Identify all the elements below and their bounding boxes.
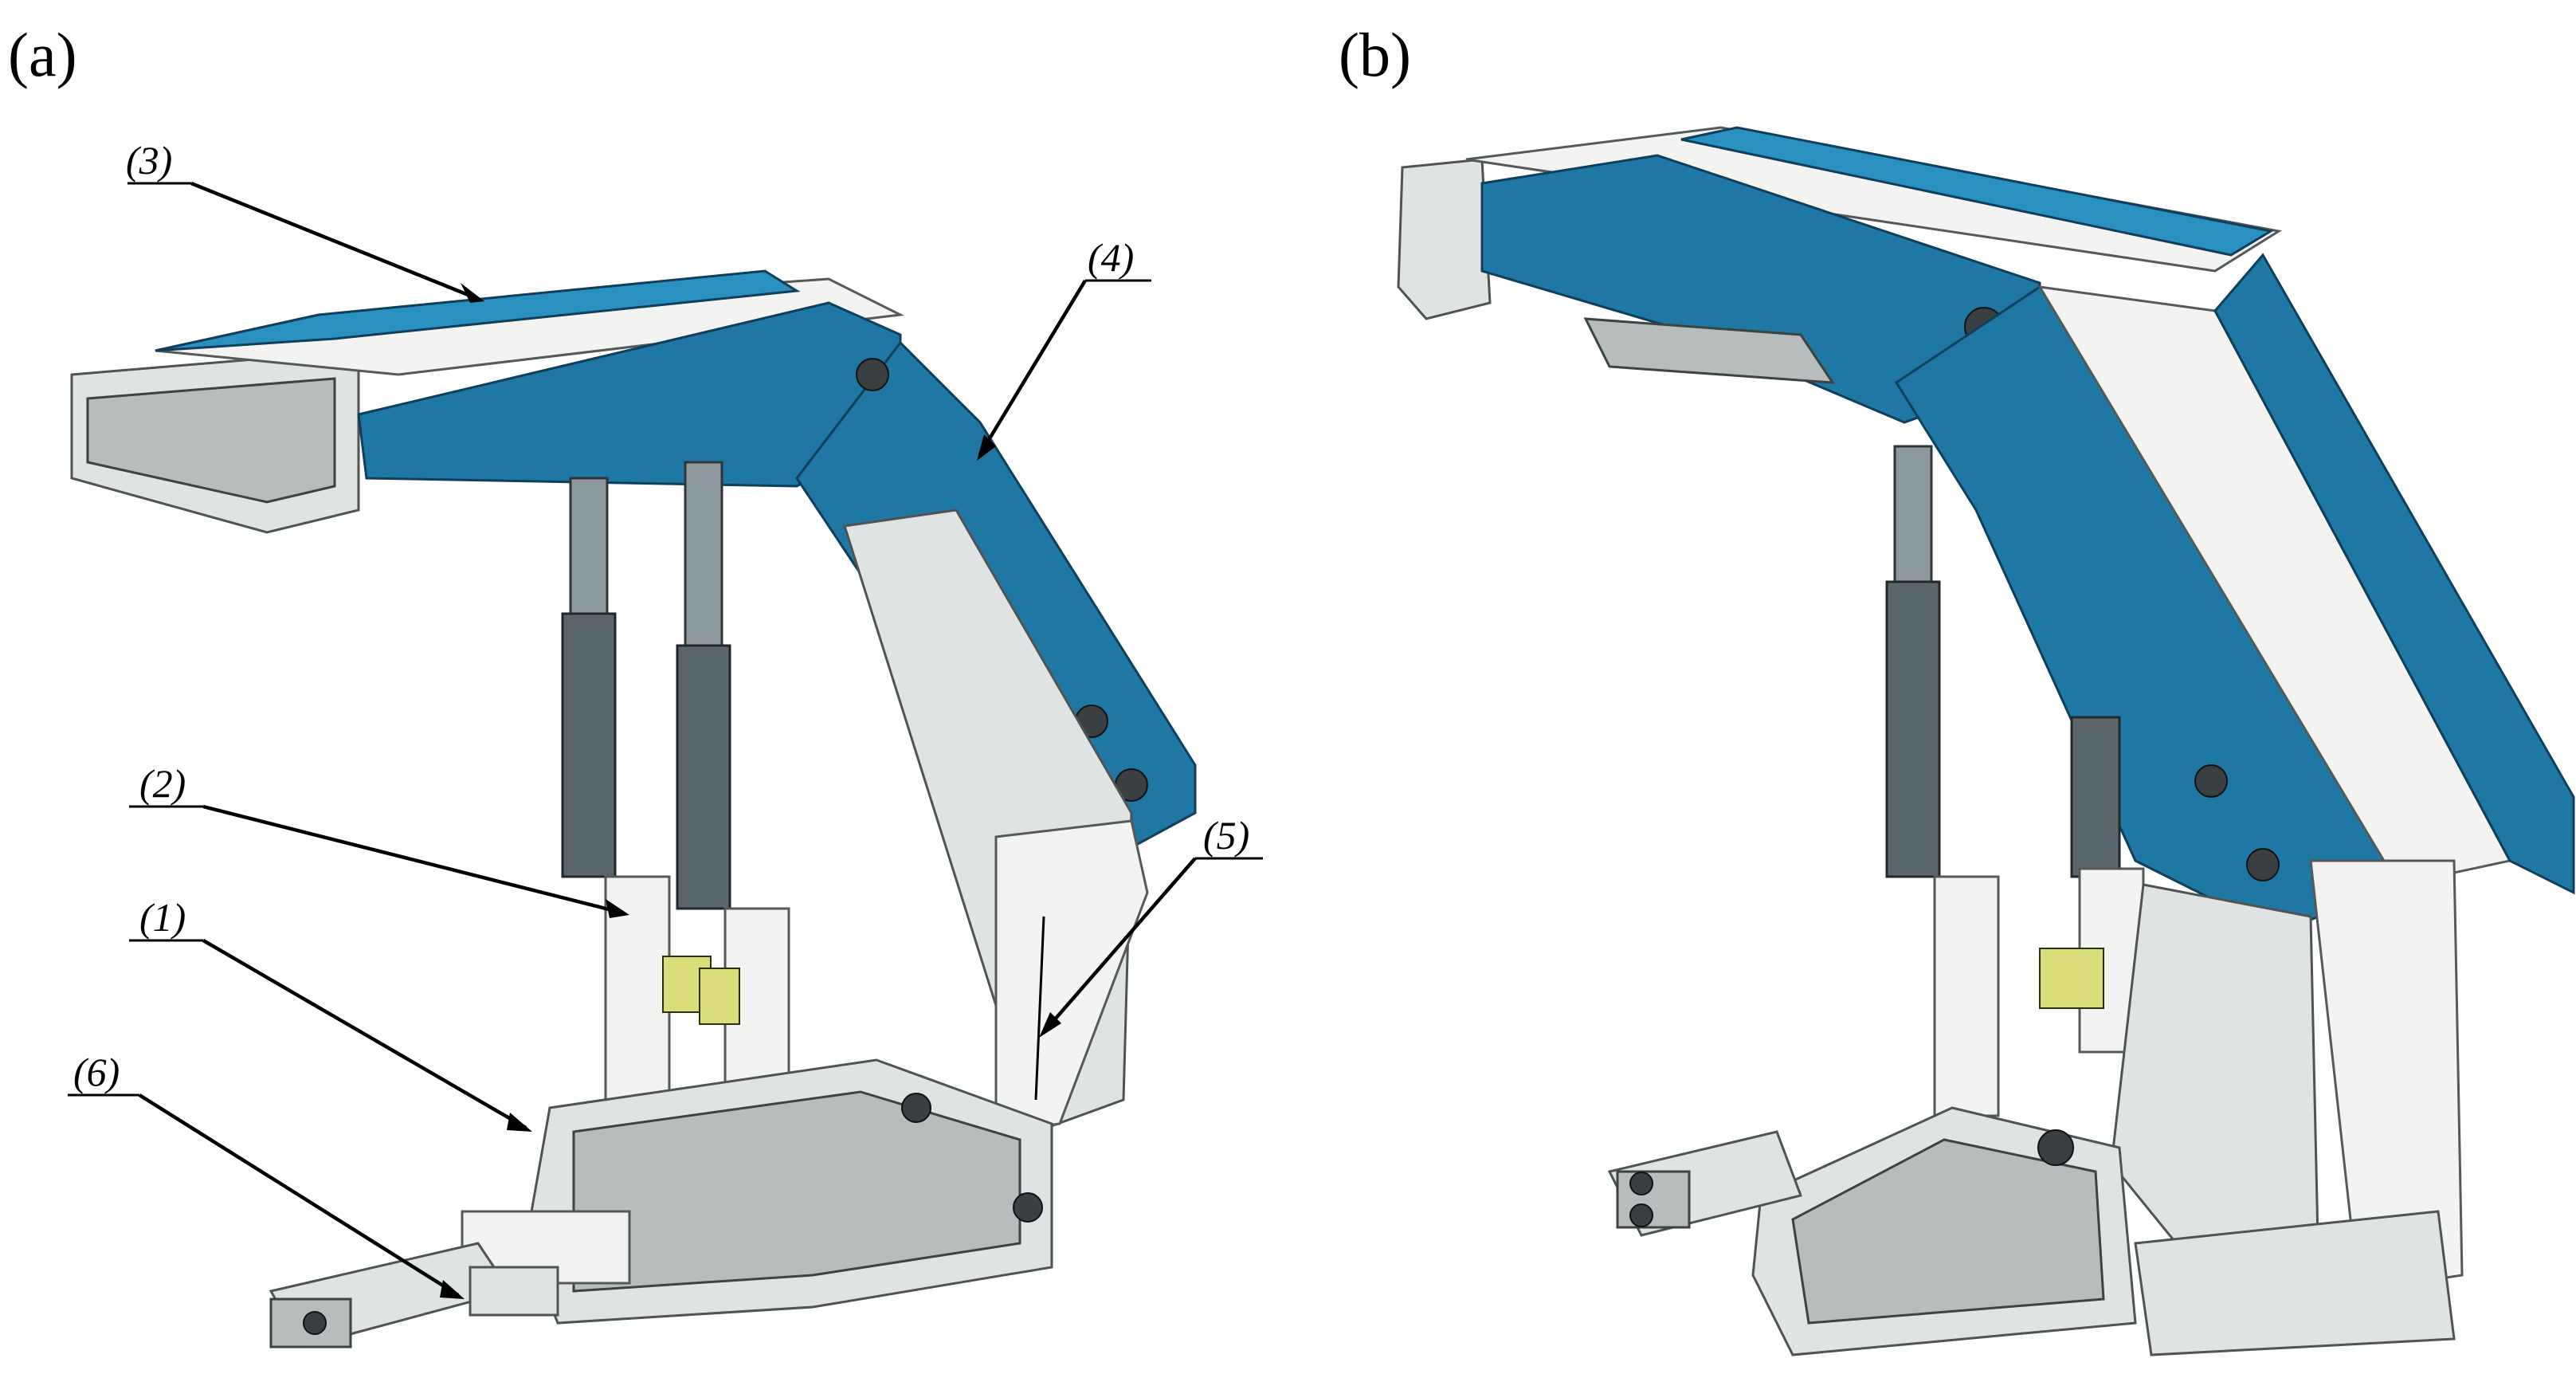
callout-2-leader [202, 804, 622, 915]
b-canopy-top-stripe [1680, 126, 2275, 257]
leg-1-piston [569, 477, 609, 615]
rear-link-edge [1034, 916, 1045, 1101]
panel-b-drawing [1397, 126, 2575, 1356]
base-pin-2 [1013, 1192, 1043, 1223]
b-caving-shield-right [2213, 253, 2575, 895]
callout-5-leader [1042, 857, 1197, 1034]
callout-3-arrow [461, 283, 484, 303]
b-rear-link-2 [2309, 859, 2464, 1293]
panel-a-drawing [70, 269, 1197, 1348]
advancing-jack-pin [303, 1311, 327, 1335]
callout-3-leader [190, 181, 479, 301]
b-base-pin [2037, 1129, 2074, 1166]
callout-1-arrow [507, 1113, 532, 1132]
b-leg-2-cylinder [2070, 716, 2121, 878]
rear-link-2 [994, 819, 1149, 1133]
b-canopy-front-box [1397, 158, 1492, 320]
callout-6-leader [138, 1093, 460, 1297]
b-advancing-jack-pin-1 [1629, 1172, 1653, 1195]
base-inner [572, 1090, 1021, 1293]
leg-2-piston [684, 461, 723, 647]
b-leg-1-piston [1893, 445, 1933, 583]
callout-6-arrow [440, 1280, 465, 1299]
canopy-top-blue-stripe [155, 269, 801, 352]
b-base-inner [1791, 1138, 2105, 1325]
b-shield-pin-1 [2194, 764, 2228, 798]
callout-5-arrow [1039, 1012, 1061, 1038]
callout-4-arrow [977, 434, 996, 461]
advancing-jack-rod [469, 1266, 559, 1317]
callout-2-label: (2) [139, 761, 186, 806]
callout-3-label: (3) [126, 138, 172, 183]
b-base-rear [2134, 1210, 2456, 1356]
callout-4-leader [978, 279, 1087, 456]
callout-1-label: (1) [139, 895, 186, 940]
panel-a-label: (a) [8, 20, 77, 89]
valve-block-right [699, 968, 740, 1025]
b-leg-1-base [1933, 875, 2000, 1117]
callout-4-label: (4) [1088, 235, 1134, 280]
b-leg-1-cylinder [1885, 580, 1941, 878]
canopy-pin-1 [856, 358, 889, 391]
panel-a: (a) [8, 20, 1263, 1348]
b-shield-pin-2 [2246, 848, 2280, 881]
canopy-front-inner [86, 377, 336, 504]
b-canopy-underside [1583, 317, 1835, 384]
callout-1-leader [202, 939, 527, 1129]
callout-6-label: (6) [73, 1050, 120, 1094]
b-advancing-jack-pin-2 [1629, 1203, 1653, 1227]
panel-b-label: (b) [1339, 20, 1411, 89]
base-pin-1 [901, 1093, 931, 1123]
b-valve-block [2039, 948, 2104, 1009]
leg-2-cylinder [676, 644, 731, 910]
callout-5-label: (5) [1203, 813, 1249, 858]
panel-b: (b) [1339, 20, 2575, 1356]
leg-1-cylinder [561, 612, 617, 878]
b-advancing-jack-head [1616, 1170, 1691, 1229]
callout-2-arrow [606, 899, 629, 918]
